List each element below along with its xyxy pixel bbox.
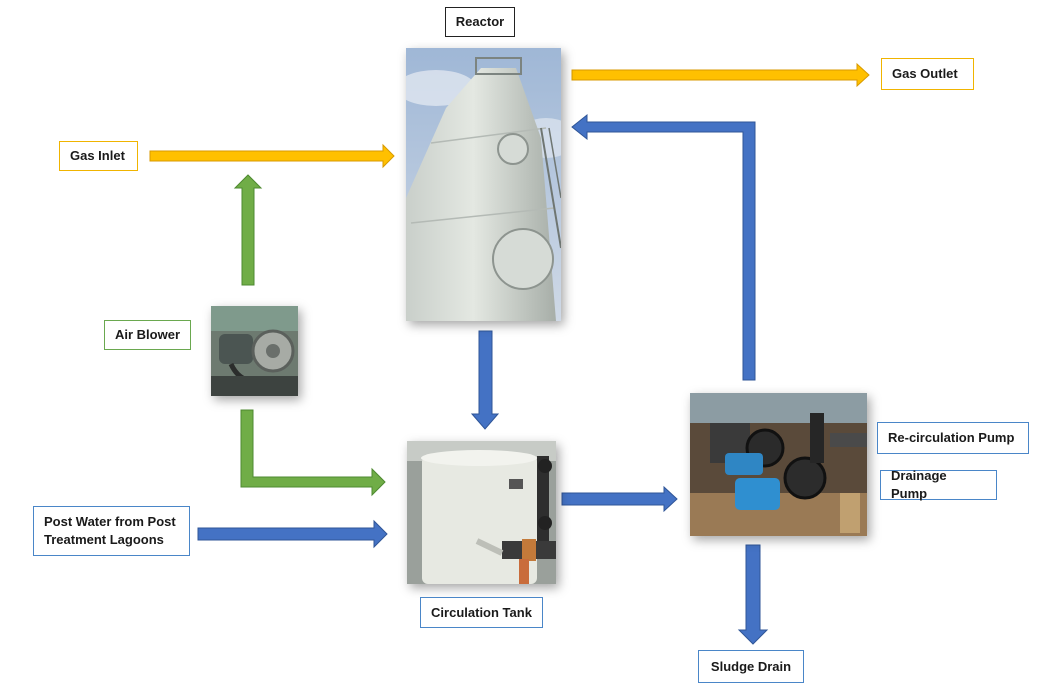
gas-inlet-arrow — [149, 143, 395, 169]
circulation-tank-label: Circulation Tank — [420, 597, 543, 628]
gas-outlet-label-text: Gas Outlet — [892, 66, 958, 81]
gas-inlet-label: Gas Inlet — [59, 141, 138, 171]
pumps-photo — [690, 393, 867, 536]
reactor-label: Reactor — [445, 7, 515, 37]
post-water-arrow — [197, 519, 388, 549]
air-to-tank-arrow — [240, 409, 386, 497]
sludge-drain-label-text: Sludge Drain — [710, 658, 792, 674]
air-blower-label: Air Blower — [104, 320, 191, 350]
gas-outlet-label: Gas Outlet — [881, 58, 974, 90]
sludge-drain-label: Sludge Drain — [698, 650, 804, 683]
reactor-to-tank-arrow — [470, 330, 500, 430]
post-water-label-line2: Treatment Lagoons — [44, 532, 164, 547]
circulation-tank-label-text: Circulation Tank — [431, 604, 532, 620]
gas-outlet-arrow — [571, 62, 870, 88]
sludge-drain-arrow — [737, 544, 769, 645]
reactor-tower-photo — [406, 48, 561, 321]
post-water-label-line1: Post Water from Post — [44, 514, 176, 529]
gas-inlet-label-text: Gas Inlet — [70, 148, 125, 163]
recirculation-pump-label-text: Re-circulation Pump — [888, 430, 1015, 445]
air-up-arrow — [233, 174, 263, 286]
drainage-pump-label: Drainage Pump — [880, 468, 997, 501]
post-water-label: Post Water from Post Treatment Lagoons — [33, 506, 190, 556]
tank-to-pumps-arrow — [561, 485, 678, 513]
recirculation-arrow — [571, 113, 756, 381]
reactor-label-text: Reactor — [455, 14, 505, 29]
circulation-tank-photo — [407, 441, 556, 584]
air-blower-photo — [211, 306, 298, 396]
recirculation-pump-label: Re-circulation Pump — [877, 422, 1029, 454]
air-blower-label-text: Air Blower — [115, 327, 181, 342]
drainage-pump-label-text: Drainage Pump — [891, 468, 947, 501]
